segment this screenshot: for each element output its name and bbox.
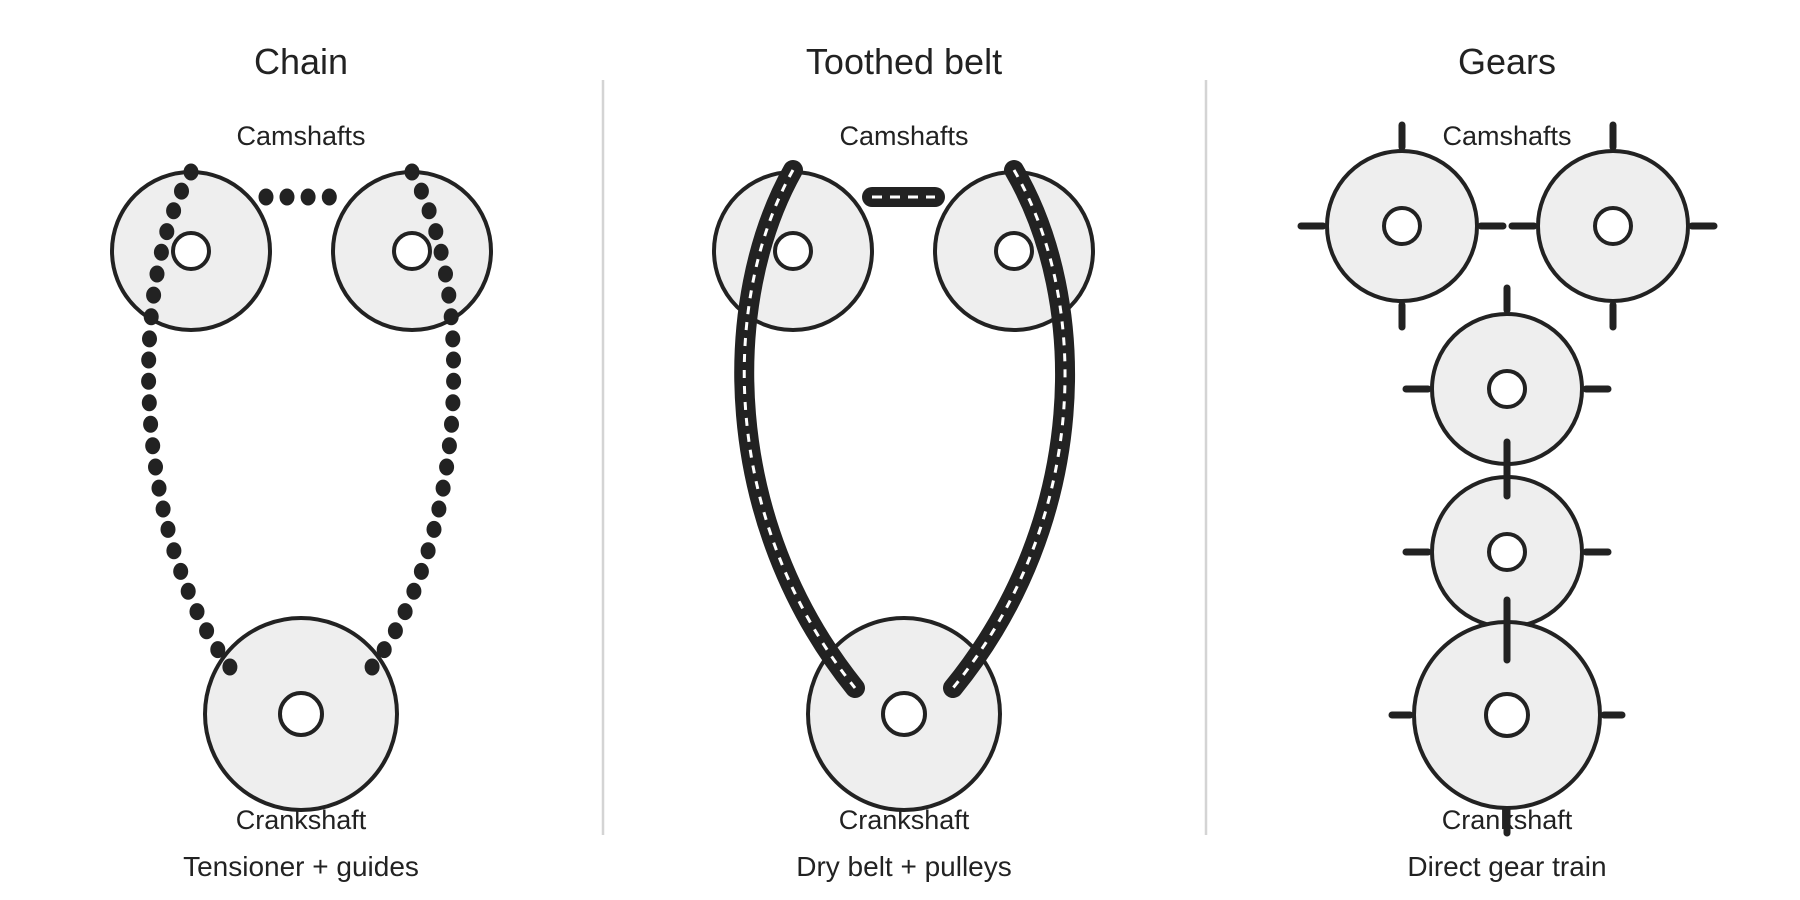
chain-link-left-11	[141, 394, 157, 412]
chain-link-right-8	[445, 330, 461, 348]
chain-link-right-9	[446, 351, 461, 369]
chain-link-right-4	[433, 243, 449, 261]
chain-link-left-16	[155, 500, 171, 518]
chain-link-top-3	[321, 188, 337, 206]
gear-camshaft-left-hub	[1382, 206, 1422, 246]
chain-link-left-24	[222, 658, 238, 676]
chain-link-left-0	[183, 163, 199, 181]
chain-crankshaft-label: Crankshaft	[236, 805, 367, 835]
chain-link-left-4	[153, 243, 169, 261]
chain-link-right-7	[443, 308, 459, 326]
chain-link-left-1	[174, 182, 189, 200]
chain-link-left-9	[141, 351, 157, 369]
chain-link-left-14	[148, 458, 163, 476]
chain-link-right-2	[421, 202, 437, 220]
chain-link-right-5	[438, 265, 453, 283]
chain-link-right-16	[431, 500, 447, 518]
timing-chain	[141, 163, 462, 676]
chain-link-left-18	[166, 542, 182, 560]
chain-link-right-22	[387, 622, 403, 640]
chain-link-right-1	[413, 182, 429, 200]
chain-link-right-12	[444, 415, 459, 433]
toothed-belt	[734, 160, 1075, 698]
chain-link-left-2	[166, 202, 182, 220]
chain-camshaft-left-hub	[171, 231, 211, 271]
gears-camshafts-label: Camshafts	[1442, 121, 1571, 151]
chain-link-left-10	[141, 372, 157, 390]
chain-link-right-11	[445, 394, 461, 412]
chain-link-left-3	[159, 223, 175, 241]
chain-link-left-6	[146, 286, 162, 304]
chain-link-left-7	[143, 308, 159, 326]
gears-panel-title: Gears	[1458, 41, 1556, 82]
gear-camshaft-right-hub	[1593, 206, 1633, 246]
chain-link-left-13	[145, 437, 161, 455]
chain-link-right-19	[413, 562, 429, 580]
gear-train	[1297, 121, 1718, 837]
belt-panel-title: Toothed belt	[806, 41, 1002, 82]
chain-link-right-15	[435, 479, 451, 497]
chain-link-right-24	[364, 658, 380, 676]
belt-camshaft-left-hub	[773, 231, 813, 271]
gear-camshaft-left	[1297, 121, 1507, 331]
chain-crankshaft-hub	[278, 691, 324, 737]
chain-link-right-6	[441, 286, 457, 304]
chain-link-right-10	[446, 372, 462, 390]
gear-crankshaft-hub	[1484, 692, 1530, 738]
gears-panel: Gears Camshafts Crankshaft Direct gear t…	[1297, 41, 1718, 882]
chain-link-left-8	[142, 330, 157, 348]
belt-crankshaft-pulley	[806, 616, 1002, 812]
chain-link-left-23	[210, 641, 226, 659]
chain-link-top-2	[300, 188, 316, 206]
chain-camshaft-right-hub	[392, 231, 432, 271]
chain-panel-title: Chain	[254, 41, 348, 82]
belt-caption: Dry belt + pulleys	[796, 851, 1012, 882]
chain-panel: Chain Camshafts Crankshaft Tensioner + g…	[110, 41, 493, 882]
gear-intermediate-2-hub	[1487, 532, 1527, 572]
gears-crankshaft-label: Crankshaft	[1442, 805, 1573, 835]
chain-link-left-19	[173, 562, 189, 580]
chain-link-right-17	[426, 520, 442, 538]
gears-caption: Direct gear train	[1407, 851, 1606, 882]
chain-link-left-5	[149, 265, 165, 283]
chain-link-right-3	[428, 223, 444, 241]
chain-link-top-0	[258, 188, 274, 206]
belt-camshaft-pulley-left	[712, 170, 874, 332]
chain-link-left-20	[180, 582, 196, 600]
belt-crankshaft-hub	[881, 691, 927, 737]
chain-link-right-23	[376, 641, 392, 659]
chain-caption: Tensioner + guides	[183, 851, 419, 882]
chain-link-right-18	[420, 542, 436, 560]
chain-crankshaft-pulley	[203, 616, 399, 812]
chain-link-top-1	[279, 188, 295, 206]
gear-intermediate-1-hub	[1487, 369, 1527, 409]
chain-link-right-14	[439, 458, 455, 476]
belt-camshafts-label: Camshafts	[839, 121, 968, 151]
chain-link-right-0	[404, 163, 420, 181]
chain-camshaft-pulley-right	[331, 170, 493, 332]
gear-camshaft-right	[1508, 121, 1718, 331]
belt-crankshaft-label: Crankshaft	[839, 805, 970, 835]
chain-camshaft-pulley-left	[110, 170, 272, 332]
chain-link-left-15	[151, 479, 167, 497]
chain-link-left-21	[189, 603, 205, 621]
belt-camshaft-right-hub	[994, 231, 1034, 271]
belt-panel: Toothed belt Camshafts Crankshaft Dry be…	[712, 41, 1095, 882]
chain-link-left-17	[160, 520, 176, 538]
chain-link-left-22	[199, 622, 215, 640]
chain-link-right-20	[406, 582, 422, 600]
chain-link-right-13	[441, 437, 457, 455]
chain-camshafts-label: Camshafts	[236, 121, 365, 151]
chain-link-right-21	[397, 603, 413, 621]
gear-intermediate-2	[1402, 447, 1612, 657]
chain-link-left-12	[143, 415, 159, 433]
